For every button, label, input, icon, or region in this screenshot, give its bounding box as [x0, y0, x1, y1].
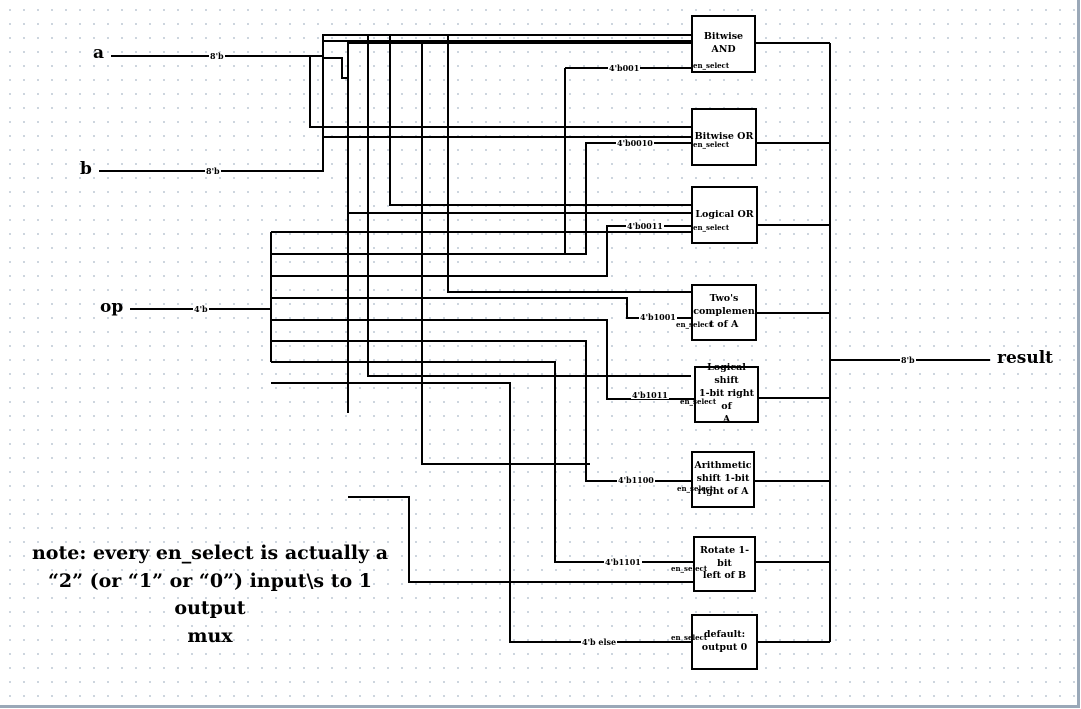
en-select-3: en_select [693, 223, 730, 232]
wire [322, 136, 691, 171]
en-select-8: en_select [671, 633, 708, 642]
wire [271, 142, 691, 255]
input-b-label: b [80, 159, 92, 179]
wire [271, 361, 693, 563]
select-code-3: 4'b0011 [626, 221, 664, 231]
output-result-width: 8'b [900, 355, 916, 365]
block-8: default: output 0 [691, 614, 758, 670]
wire [447, 35, 691, 293]
select-code-7: 4'b1101 [604, 557, 642, 567]
input-op-width: 4'b [193, 304, 209, 314]
en-select-2: en_select [693, 140, 730, 149]
wire [421, 41, 590, 465]
select-code-1: 4'b001 [608, 63, 641, 73]
design-note: note: every en_select is actually a “2” … [31, 542, 389, 647]
select-code-4: 4'b1001 [639, 312, 677, 322]
en-select-1: en_select [693, 61, 730, 70]
en-select-7: en_select [671, 564, 708, 573]
select-code-2: 4'b0010 [616, 138, 654, 148]
select-code-5: 4'b1011 [631, 390, 669, 400]
wire [271, 297, 691, 319]
wire [389, 35, 691, 206]
wire [271, 225, 691, 277]
wire [348, 496, 693, 583]
block-7: Rotate 1-bit left of B [693, 536, 756, 592]
block-2: Bitwise OR [691, 108, 757, 166]
output-result-label: result [997, 348, 1054, 368]
en-select-5: en_select [680, 397, 717, 406]
block-6: Arithmetic shift 1-bit right of A [691, 451, 755, 508]
block-4: Two's complemen t of A [691, 284, 757, 341]
block-5: Logical shift 1-bit right of A [694, 362, 759, 425]
block-1: Bitwise AND [691, 15, 756, 73]
select-code-6: 4'b1100 [617, 475, 655, 485]
input-a-label: a [93, 43, 105, 63]
select-code-8: 4'b else [581, 637, 618, 647]
input-op-label: op [100, 297, 124, 317]
wire [99, 40, 691, 172]
block-3: Logical OR [691, 186, 758, 244]
en-select-4: en_select [676, 320, 713, 329]
input-b-width: 8'b [205, 166, 221, 176]
input-a-width: 8'b [209, 51, 225, 61]
en-select-6: en_select [677, 484, 714, 493]
wire [323, 42, 691, 79]
wire [111, 55, 691, 128]
wire [271, 319, 695, 400]
